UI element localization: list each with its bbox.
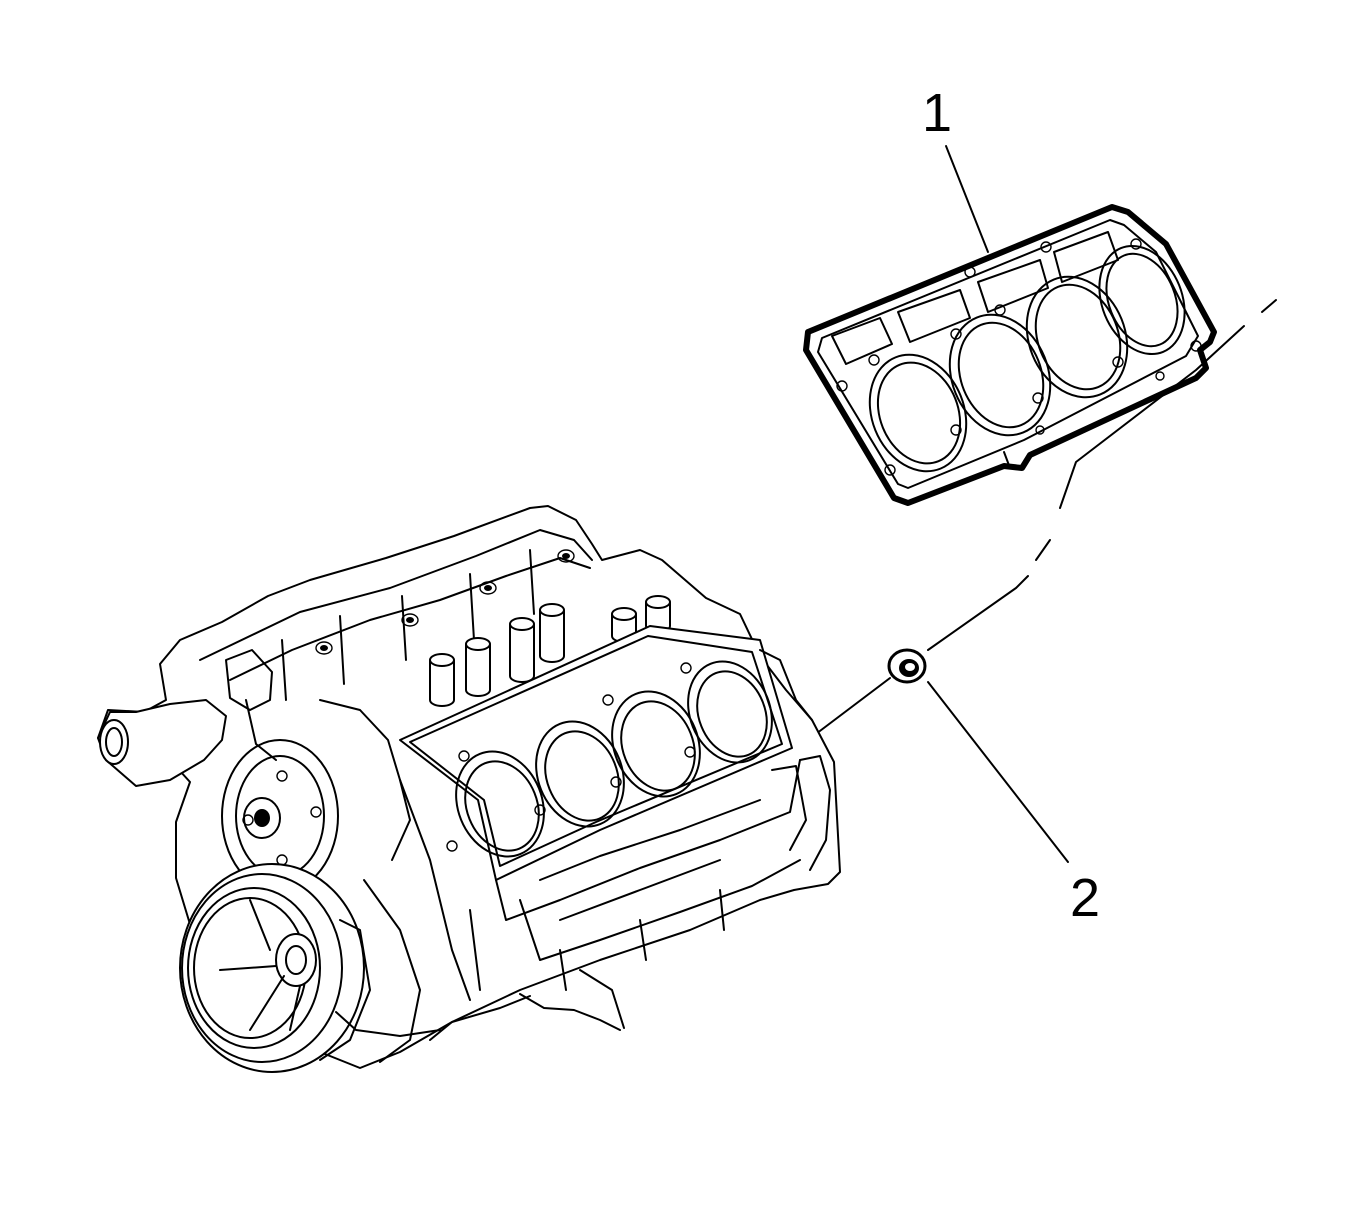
lifter-bores: [315, 549, 575, 655]
callout-2: 2: [927, 681, 1100, 928]
callout-1: 1: [922, 83, 989, 253]
callout-2-label: 2: [1070, 868, 1100, 928]
dowel-pin: [887, 648, 927, 684]
engine-block: [97, 505, 841, 1073]
block-cylinder-bores: [455, 660, 773, 858]
callout-1-leader: [945, 145, 989, 253]
crankshaft-pulley: [179, 863, 371, 1073]
callout-2-leader: [927, 681, 1069, 863]
cylinder-head-gasket: [803, 204, 1217, 506]
callout-1-label: 1: [922, 83, 952, 143]
water-pump: [97, 649, 411, 893]
